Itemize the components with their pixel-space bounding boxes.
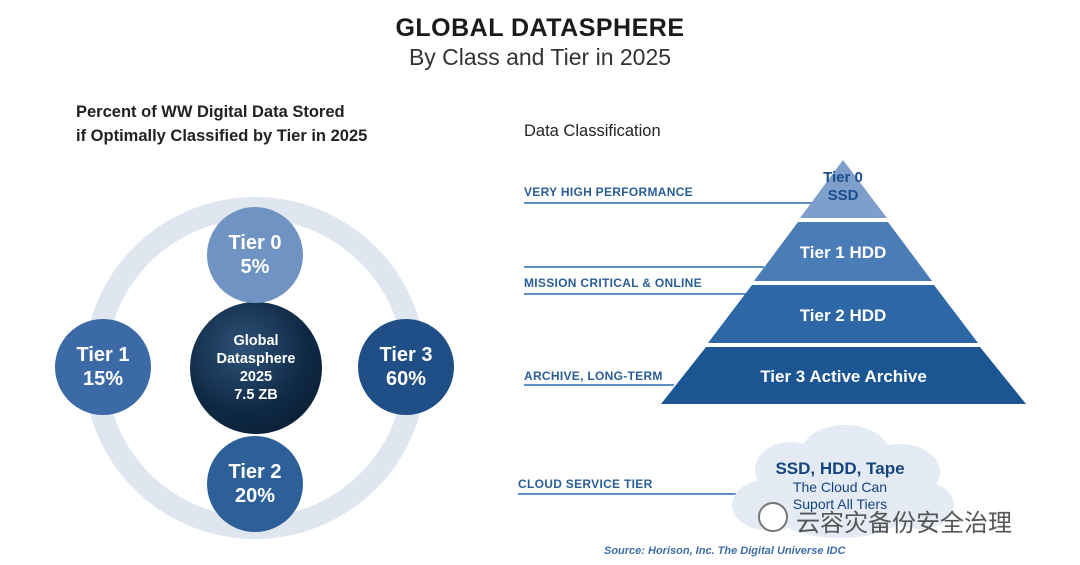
cloud-line3: Suport All Tiers <box>792 496 888 512</box>
tier3-circle: Tier 3 60% <box>358 319 454 415</box>
cloud-puff-5 <box>770 478 910 538</box>
left-heading: Percent of WW Digital Data Stored if Opt… <box>76 100 367 148</box>
pyramid-tier0-line1: Tier 0 <box>823 169 863 186</box>
class-archive: ARCHIVE, LONG-TERM <box>524 369 663 383</box>
class-very-high-line <box>524 202 814 204</box>
globe-line1: Global <box>233 333 279 349</box>
pyramid-tier2 <box>708 285 978 343</box>
globe-line3: 2025 <box>239 369 273 385</box>
tier3-name: Tier 3 <box>379 344 433 366</box>
tier2-pct: 20% <box>234 485 276 507</box>
globe-line2: Datasphere <box>216 351 296 367</box>
right-heading: Data Classification <box>524 122 661 140</box>
source-note: Source: Horison, Inc. The Digital Univer… <box>604 545 846 557</box>
tier0-pct: 5% <box>240 256 270 278</box>
tier1-pct: 15% <box>82 368 124 390</box>
watermark-text: 云容灾备份安全治理 <box>796 510 1012 537</box>
pyramid-tier0-line2: SSD <box>827 187 859 204</box>
pyramid-tier2-label: Tier 2 HDD <box>799 306 887 325</box>
left-heading-line2: if Optimally Classified by Tier in 2025 <box>76 127 368 145</box>
datasphere-globe: Global Datasphere 2025 7.5 ZB <box>190 302 322 434</box>
tier0-circle: Tier 0 5% <box>207 207 303 303</box>
tier0-name: Tier 0 <box>228 232 282 254</box>
class-archive-line <box>524 384 674 386</box>
pyramid-tier0-label: Tier 0 SSD <box>803 169 883 205</box>
page-title: GLOBAL DATASPHERE <box>395 14 685 42</box>
class-very-high: VERY HIGH PERFORMANCE <box>524 185 693 199</box>
left-heading-line1: Percent of WW Digital Data Stored <box>76 103 345 121</box>
tier1-circle: Tier 1 15% <box>55 319 151 415</box>
pyramid-tier3-label: Tier 3 Active Archive <box>760 367 927 386</box>
tier1-name: Tier 1 <box>76 344 130 366</box>
tier2-name: Tier 2 <box>228 461 282 483</box>
class-mission: MISSION CRITICAL & ONLINE <box>524 276 702 290</box>
tier2-circle: Tier 2 20% <box>207 436 303 532</box>
pyramid-tier0 <box>800 160 887 218</box>
pyramid-tier1 <box>754 222 932 281</box>
cloud-line2: The Cloud Can <box>792 479 888 495</box>
class-mission-line-bottom <box>524 293 746 295</box>
tier3-pct: 60% <box>385 368 427 390</box>
class-cloud: CLOUD SERVICE TIER <box>518 477 653 491</box>
cloud-line1: SSD, HDD, Tape <box>775 459 905 478</box>
cloud-text: SSD, HDD, Tape The Cloud Can Suport All … <box>740 458 940 513</box>
class-cloud-line <box>518 493 748 495</box>
class-mission-line-top <box>524 266 764 268</box>
pyramid-tier3 <box>661 347 1026 404</box>
wechat-icon <box>758 502 788 532</box>
cloud-puff-6 <box>886 481 954 529</box>
page-subtitle: By Class and Tier in 2025 <box>408 44 672 70</box>
pyramid-tier1-label: Tier 1 HDD <box>799 243 887 262</box>
globe-line4: 7.5 ZB <box>234 387 278 403</box>
